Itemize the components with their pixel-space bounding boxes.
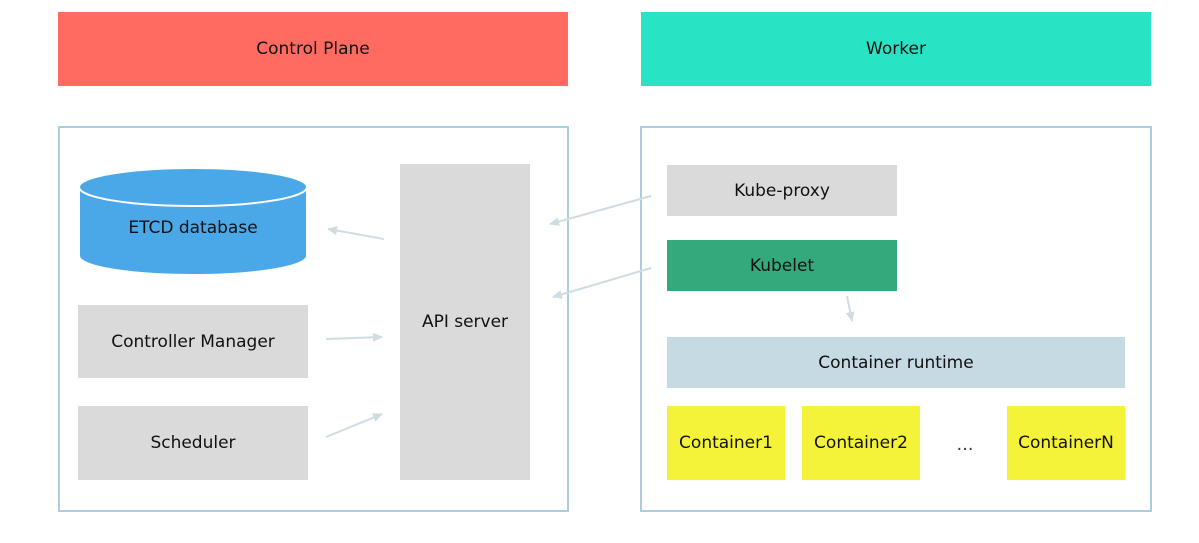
container-runtime-label: Container runtime xyxy=(818,352,974,373)
container-2-label: Container2 xyxy=(814,433,908,453)
container-1: Container1 xyxy=(667,406,785,480)
arrow-kubelet-to-runtime xyxy=(845,295,855,322)
kubelet-label: Kubelet xyxy=(749,255,815,276)
container-runtime: Container runtime xyxy=(667,337,1125,388)
arrow-controller-to-api xyxy=(325,332,383,342)
etcd-database: ETCD database xyxy=(78,167,308,277)
arrow-kubeproxy-to-api xyxy=(549,195,652,226)
kube-proxy: Kube-proxy xyxy=(667,165,897,216)
container-ellipsis: … xyxy=(940,420,990,470)
container-n: ContainerN xyxy=(1007,406,1125,480)
scheduler-label: Scheduler xyxy=(150,433,236,453)
controller-manager-label: Controller Manager xyxy=(111,331,275,352)
scheduler: Scheduler xyxy=(78,406,308,480)
kubelet: Kubelet xyxy=(667,240,897,291)
etcd-cylinder-icon xyxy=(78,167,308,276)
etcd-database-label: ETCD database xyxy=(128,218,258,238)
api-server: API server xyxy=(400,164,530,480)
container-n-label: ContainerN xyxy=(1018,433,1114,453)
arrow-scheduler-to-api xyxy=(325,413,383,438)
container-1-label: Container1 xyxy=(679,433,773,453)
api-server-label: API server xyxy=(421,312,509,332)
kube-proxy-label: Kube-proxy xyxy=(734,180,830,201)
control-plane-header: Control Plane xyxy=(58,12,568,86)
ellipsis-label: … xyxy=(956,435,974,455)
controller-manager: Controller Manager xyxy=(78,305,308,378)
arrow-api-to-etcd xyxy=(327,226,385,240)
container-2: Container2 xyxy=(802,406,920,480)
worker-header-label: Worker xyxy=(866,39,926,59)
control-plane-header-label: Control Plane xyxy=(256,39,370,59)
worker-header: Worker xyxy=(641,12,1151,86)
arrow-kubelet-to-api xyxy=(552,267,652,299)
